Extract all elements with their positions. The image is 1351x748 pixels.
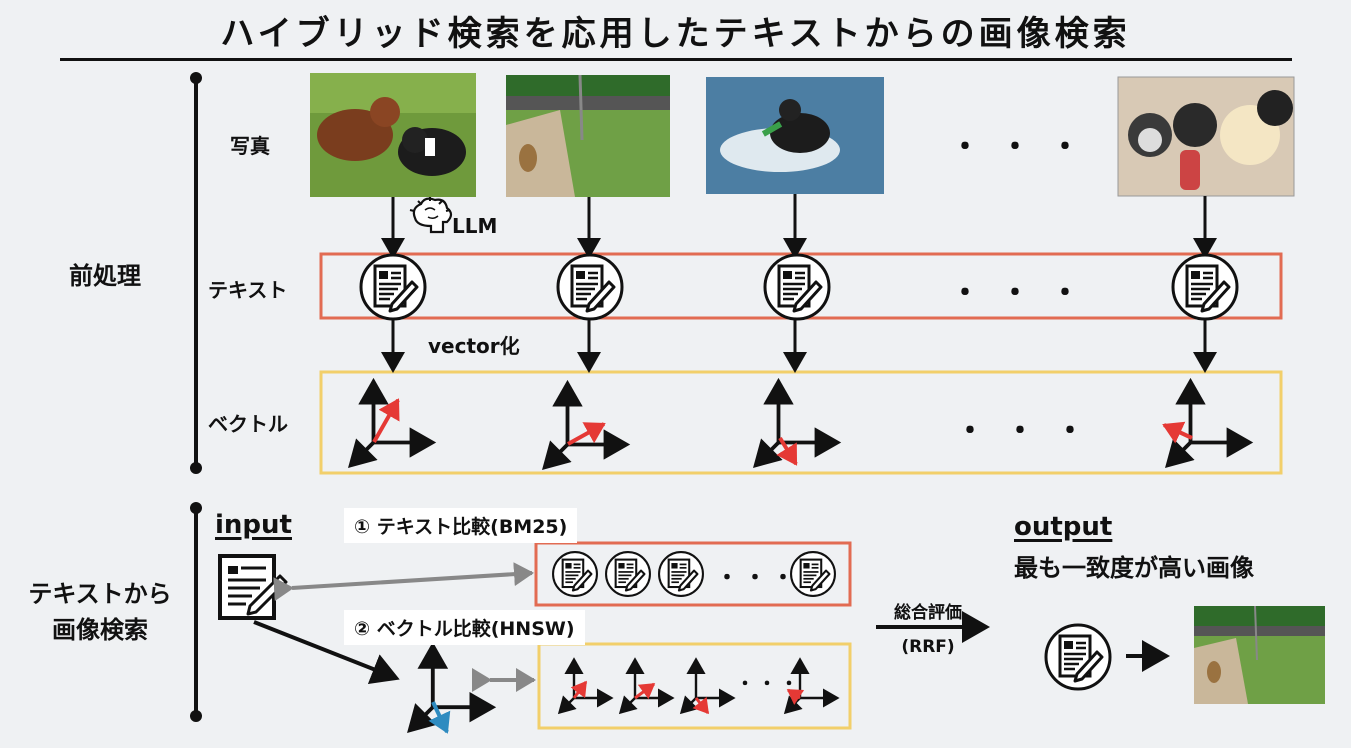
brain-icon	[409, 197, 453, 234]
vector-axes-1	[351, 382, 433, 466]
preprocess-section-label: 前処理	[69, 262, 141, 290]
compare-doc-icon-1	[552, 551, 598, 597]
vectorize-label: vector化	[428, 334, 520, 358]
ellipsis-compare-vectors: ・・・	[736, 674, 802, 695]
page-title: ハイブリッド検索を応用したテキストからの画像検索	[220, 14, 1131, 54]
text-compare-label: ① テキスト比較(BM25)	[344, 508, 578, 543]
search-section-label-line1: テキストから	[28, 580, 172, 608]
search-bracket	[190, 502, 202, 722]
vector-axes-3	[756, 382, 838, 466]
text-compare-box	[534, 541, 852, 607]
photo-dogs-playing	[310, 73, 476, 197]
evaluation-label-line2: (RRF)	[901, 637, 955, 657]
vector-compare-label: ② ベクトル比較(HNSW)	[344, 610, 585, 645]
compare-doc-icon-2	[605, 551, 651, 597]
output-doc-icon	[1044, 623, 1112, 691]
evaluation-label: 総合評価 (RRF)	[880, 596, 976, 664]
ellipsis-compare-texts: ・・・	[716, 566, 801, 591]
input-doc-icon	[218, 554, 288, 620]
text-doc-icon-2	[556, 253, 624, 321]
text-compare-arrow	[273, 562, 534, 602]
search-section-label-line2: 画像検索	[52, 616, 148, 644]
photo-dog-on-road	[506, 74, 670, 197]
compare-vector-axes-4	[786, 660, 838, 713]
vector-axes-2	[545, 384, 627, 468]
photo-dog-in-water	[706, 77, 884, 194]
search-section-label: テキストから 画像検索	[10, 576, 190, 648]
compare-doc-icon-3	[658, 551, 704, 597]
vector-axes-4	[1162, 382, 1249, 466]
output-description: 最も一致度が高い画像	[1014, 554, 1254, 582]
compare-vector-axes-1	[560, 660, 612, 713]
text-doc-icon-4	[1171, 253, 1239, 321]
ellipsis-photos: ・・・	[950, 130, 1100, 165]
ellipsis-texts: ・・・	[950, 276, 1100, 311]
row-label-photo: 写真	[230, 134, 270, 158]
compare-vector-axes-3	[682, 660, 734, 715]
row-label-text: テキスト	[208, 278, 288, 302]
output-label: output	[1014, 512, 1113, 542]
title-underline	[60, 58, 1292, 61]
evaluation-label-line1: 総合評価	[894, 603, 962, 623]
query-vector-axes	[410, 646, 493, 734]
llm-label: LLM	[452, 214, 498, 238]
compare-vector-axes-2	[621, 660, 673, 713]
photo-puppies	[1117, 76, 1295, 197]
text-doc-icon-3	[763, 253, 831, 321]
row-label-vector: ベクトル	[208, 412, 288, 436]
preprocess-bracket	[190, 72, 202, 474]
input-label: input	[215, 510, 292, 540]
text-doc-icon-1	[359, 253, 427, 321]
vector-compare-box	[537, 642, 852, 730]
ellipsis-vectors: ・・・	[955, 414, 1105, 449]
vector-row-box	[319, 370, 1283, 475]
output-photo	[1194, 605, 1325, 704]
